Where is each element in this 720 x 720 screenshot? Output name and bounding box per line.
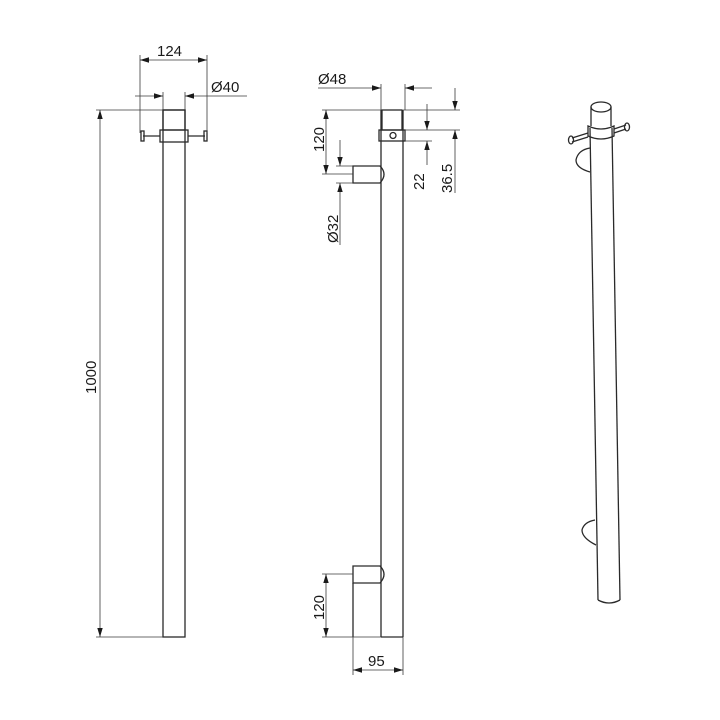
dim-projection-label: 95 [368, 653, 385, 670]
lower-bracket [352, 565, 385, 584]
dim-width-label: 124 [157, 43, 182, 60]
side-collar [378, 129, 406, 142]
right-pin-head [203, 130, 208, 142]
upper-bracket [352, 165, 385, 184]
dim-diameter-label: Ø40 [211, 79, 239, 96]
front-rail-tube [162, 109, 186, 638]
dim-bracket-offset-label: 120 [311, 127, 328, 152]
dim-bracket-diameter-label: Ø32 [325, 215, 342, 243]
dim-top-diameter-label: Ø48 [318, 71, 346, 88]
left-pin-head [140, 130, 145, 142]
dim-22-label: 22 [411, 173, 428, 190]
dim-height-label: 1000 [83, 361, 100, 394]
front-collar [159, 129, 189, 143]
set-screw [389, 131, 397, 140]
front-top-cap [162, 109, 186, 131]
dim-36-5-label: 36.5 [439, 164, 456, 193]
side-view: Ø48 120 Ø32 22 36.5 120 95 [311, 71, 460, 675]
front-view: 124 Ø40 1000 [83, 43, 247, 638]
side-top-cap [381, 109, 403, 131]
isometric-view [567, 101, 631, 604]
dim-bottom-bracket-label: 120 [311, 595, 328, 620]
